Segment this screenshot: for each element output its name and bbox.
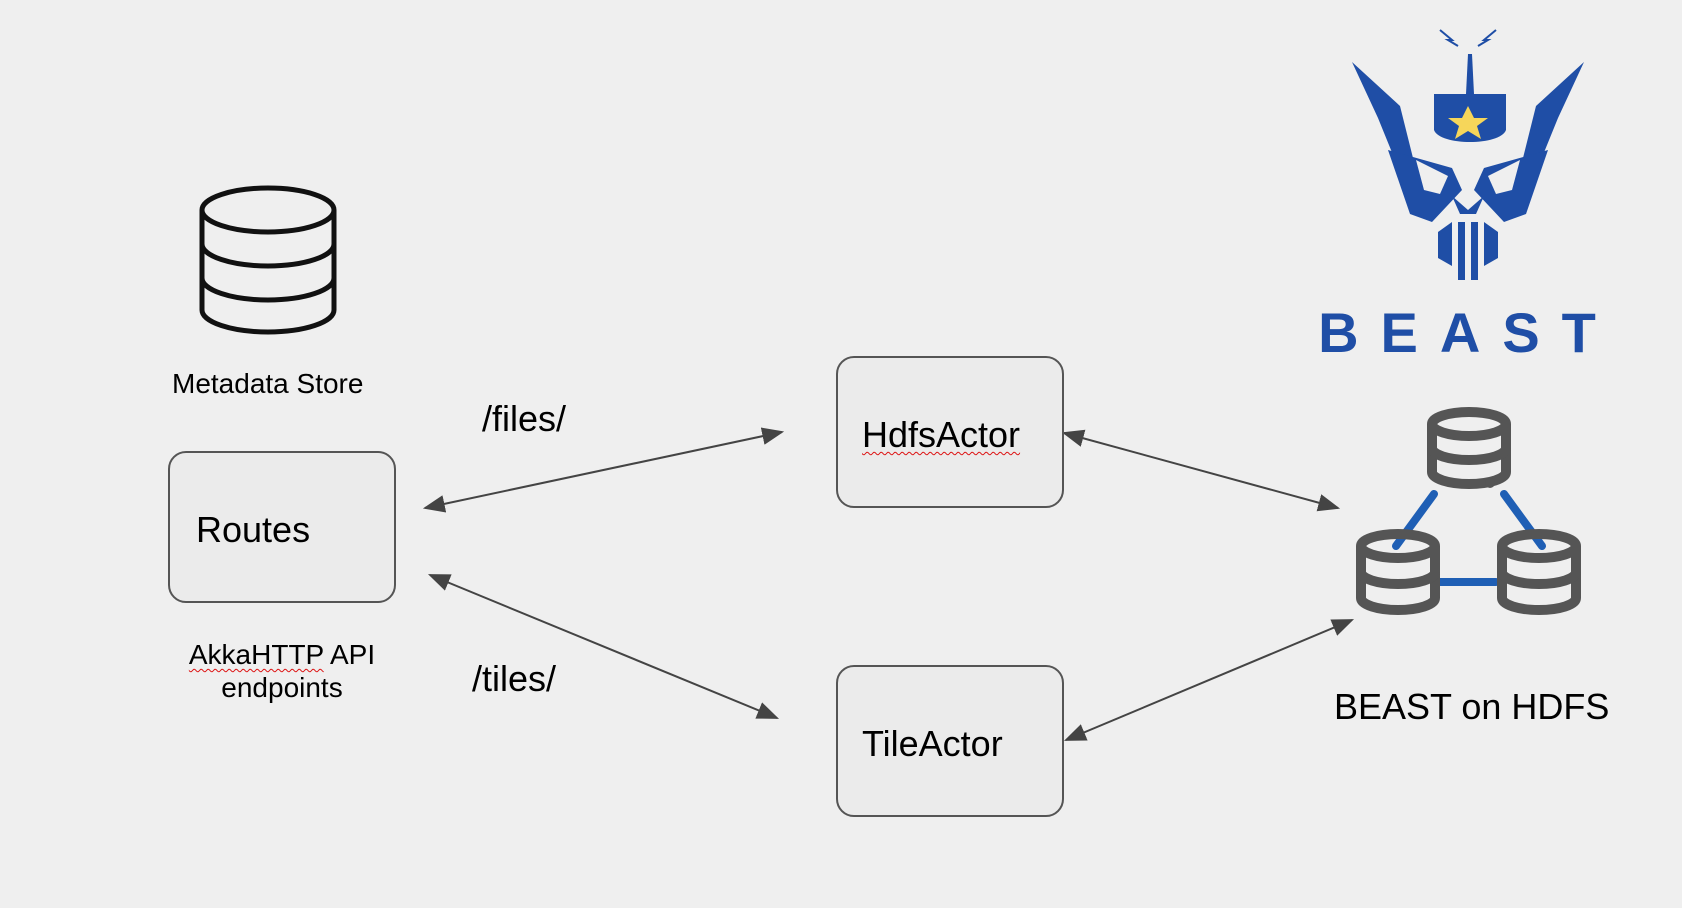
beast-on-hdfs-label: BEAST on HDFS xyxy=(1334,686,1610,727)
routes-label: Routes xyxy=(196,509,311,550)
arrow-routes-tileactor xyxy=(427,574,780,719)
hdfsactor-node: HdfsActor xyxy=(836,356,1064,508)
tiles-route-label: /tiles/ xyxy=(472,658,557,699)
database-icon xyxy=(199,185,337,335)
tileactor-node: TileActor xyxy=(836,665,1064,817)
metadata-store-label: Metadata Store xyxy=(172,368,364,399)
beast-logo-text: BEAST xyxy=(1318,301,1618,364)
beast-logo-icon xyxy=(1352,29,1584,280)
routes-node: Routes xyxy=(168,451,396,603)
akka-http-line2: endpoints xyxy=(221,672,343,703)
files-route-label: /files/ xyxy=(482,398,567,439)
akka-http-line1: AkkaHTTP API xyxy=(188,639,376,670)
arrow-tileactor-hdfs xyxy=(1063,619,1355,741)
arrow-hdfsactor-hdfs xyxy=(1061,429,1341,512)
akka-http-label: AkkaHTTP API endpoints xyxy=(172,638,392,704)
tileactor-label: TileActor xyxy=(862,723,1003,764)
hdfsactor-label: HdfsActor xyxy=(862,414,1021,455)
hdfs-cluster-icon xyxy=(1356,407,1581,615)
arrow-routes-hdfsactor xyxy=(422,427,785,513)
